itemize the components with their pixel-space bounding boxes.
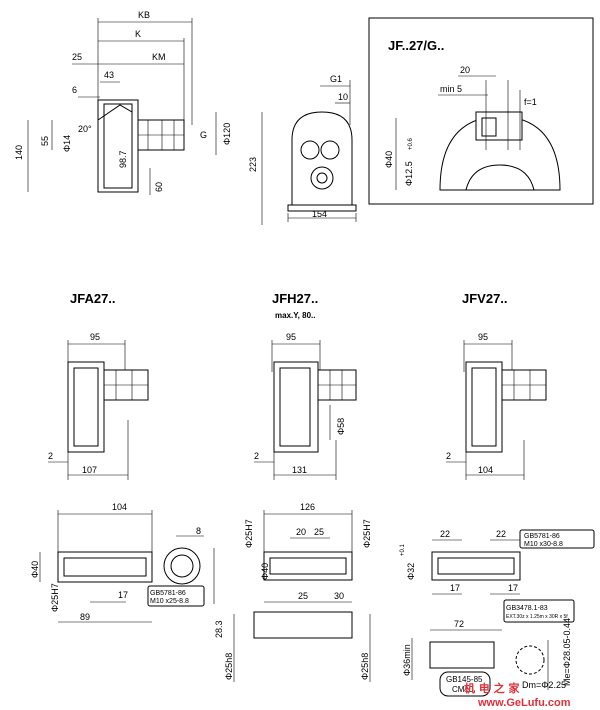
jfh-shaft-25b: 25 xyxy=(298,591,308,601)
jfh-shaft-phi25b: Φ25H7 xyxy=(362,519,372,548)
jfv-shaft-detail: 22 22 Φ32 +0.1 17 17 GB5781-86 M10 x30-8… xyxy=(400,529,595,697)
jfv-shaft-22a: 22 xyxy=(440,529,450,539)
title-jfv: JFV27.. xyxy=(462,291,508,306)
jfv-shaft-72: 72 xyxy=(454,619,464,629)
jfh-shaft-25: 25 xyxy=(314,527,324,537)
jfv-callout1: GB5781-86 xyxy=(524,533,560,540)
jfa-shaft-104: 104 xyxy=(112,502,127,512)
jfa-shaft-phi40: Φ40 xyxy=(30,561,40,578)
dim-g1: G1 xyxy=(330,74,342,84)
dim-6: 6 xyxy=(72,85,77,95)
watermark-cn: 机 电 之 家 xyxy=(464,681,520,695)
dim-55: 55 xyxy=(40,136,50,146)
dim-43: 43 xyxy=(104,70,114,80)
jfa-callout: GB5781-86 xyxy=(150,590,186,597)
jfa-shaft-17: 17 xyxy=(118,590,128,600)
jfv-dim-95: 95 xyxy=(478,332,488,342)
side-view: G1 10 223 154 xyxy=(248,74,357,225)
jfh-shaft-detail: 126 Φ25H7 Φ25H7 20 25 Φ40 25 30 Φ25h8 Φ2… xyxy=(224,502,372,682)
detail-f1: f=1 xyxy=(524,97,537,107)
jfv-callout1b: M10 x30-8.8 xyxy=(524,541,563,548)
detail-title: JF..27/G.. xyxy=(388,38,444,53)
jfa-shaft-detail: 104 Φ40 Φ25H7 17 89 8 28.3 GB5781-86 M10… xyxy=(30,502,224,638)
jfh-shaft-phi40: Φ40 xyxy=(260,563,270,580)
jfh-shaft-126: 126 xyxy=(300,502,315,512)
dim-20deg: 20° xyxy=(78,124,92,134)
watermark-url: www.GeLufu.com xyxy=(477,697,571,709)
jfv-shaft-17b: 17 xyxy=(508,583,518,593)
dim-223: 223 xyxy=(248,157,258,172)
detail-box: JF..27/G.. 20 min 5 f=1 Φ40 Φ12.5 +0.6 xyxy=(368,17,594,205)
detail-phi40: Φ40 xyxy=(384,151,394,168)
dim-g: G xyxy=(200,130,207,140)
jfv-shaft-17a: 17 xyxy=(450,583,460,593)
jfh-shaft-phi25d: Φ25h8 xyxy=(360,653,370,680)
jfh-view: 95 Φ58 2 131 xyxy=(254,332,357,480)
jfa-shaft-28-3: 28.3 xyxy=(214,620,224,638)
jfv-callout3b: CM10 xyxy=(452,685,474,694)
detail-min5: min 5 xyxy=(440,84,462,94)
jfa-shaft-phi25: Φ25H7 xyxy=(50,583,60,612)
jfv-callout3: GB145-85 xyxy=(446,675,483,684)
jfv-callout2b: EXT.30z x 1.25m x 30R x 5f xyxy=(506,614,568,620)
dim-phi120: Φ120 xyxy=(222,123,232,145)
jfv-shaft-phi32: Φ32 xyxy=(406,563,416,580)
jfh-dim-131: 131 xyxy=(292,465,307,475)
jfa-view: 95 2 107 xyxy=(48,332,149,480)
jfh-shaft-20: 20 xyxy=(296,527,306,537)
dim-10: 10 xyxy=(338,92,348,102)
jfh-shaft-phi25a: Φ25H7 xyxy=(244,519,254,548)
jfv-shaft-dm: Dm=Φ2.25 xyxy=(522,680,566,690)
jfv-shaft-me: Me=Φ28.05-0.44 xyxy=(562,618,572,686)
jfh-shaft-phi25c: Φ25h8 xyxy=(224,653,234,680)
jfv-dim-104: 104 xyxy=(478,465,493,475)
jfa-dim-2: 2 xyxy=(48,451,53,461)
jfa-dim-107: 107 xyxy=(82,465,97,475)
dim-kb: KB xyxy=(138,10,150,20)
jfa-shaft-8: 8 xyxy=(196,526,201,536)
dim-phi14: Φ14 xyxy=(62,135,72,152)
dim-98-7: 98.7 xyxy=(118,150,128,168)
jfa-callout2: M10 x25-8.8 xyxy=(150,598,189,605)
detail-phi12-5: Φ12.5 xyxy=(404,161,414,186)
top-left-view: KB K KM 25 43 6 140 55 Φ14 20° 98.7 60 G… xyxy=(14,10,232,195)
dim-km: KM xyxy=(152,52,166,62)
jfv-shaft-22b: 22 xyxy=(496,529,506,539)
dim-25: 25 xyxy=(72,52,82,62)
dim-154: 154 xyxy=(312,209,327,219)
jfv-shaft-phi36: Φ36min xyxy=(402,644,412,676)
jfv-view: 95 2 104 xyxy=(446,332,547,480)
jfv-callout2: GB3478.1-83 xyxy=(506,605,548,612)
jfv-dim-2: 2 xyxy=(446,451,451,461)
title-jfh: JFH27.. xyxy=(272,291,318,306)
dim-60: 60 xyxy=(154,182,164,192)
title-jfa: JFA27.. xyxy=(70,291,116,306)
jfh-dim-phi58: Φ58 xyxy=(336,418,346,435)
jfh-shaft-30: 30 xyxy=(334,591,344,601)
detail-20: 20 xyxy=(460,65,470,75)
watermark: 机 电 之 家 www.GeLufu.com xyxy=(464,681,571,709)
dim-k: K xyxy=(135,29,141,39)
jfa-dim-95: 95 xyxy=(90,332,100,342)
jfv-shaft-tol: +0.1 xyxy=(400,543,406,556)
jfh-dim-95: 95 xyxy=(286,332,296,342)
jfa-shaft-89: 89 xyxy=(80,612,90,622)
dim-140: 140 xyxy=(14,145,24,160)
subtitle-jfh: max.Y, 80.. xyxy=(275,311,315,320)
jfh-dim-2: 2 xyxy=(254,451,259,461)
detail-tol: +0.6 xyxy=(408,137,414,150)
